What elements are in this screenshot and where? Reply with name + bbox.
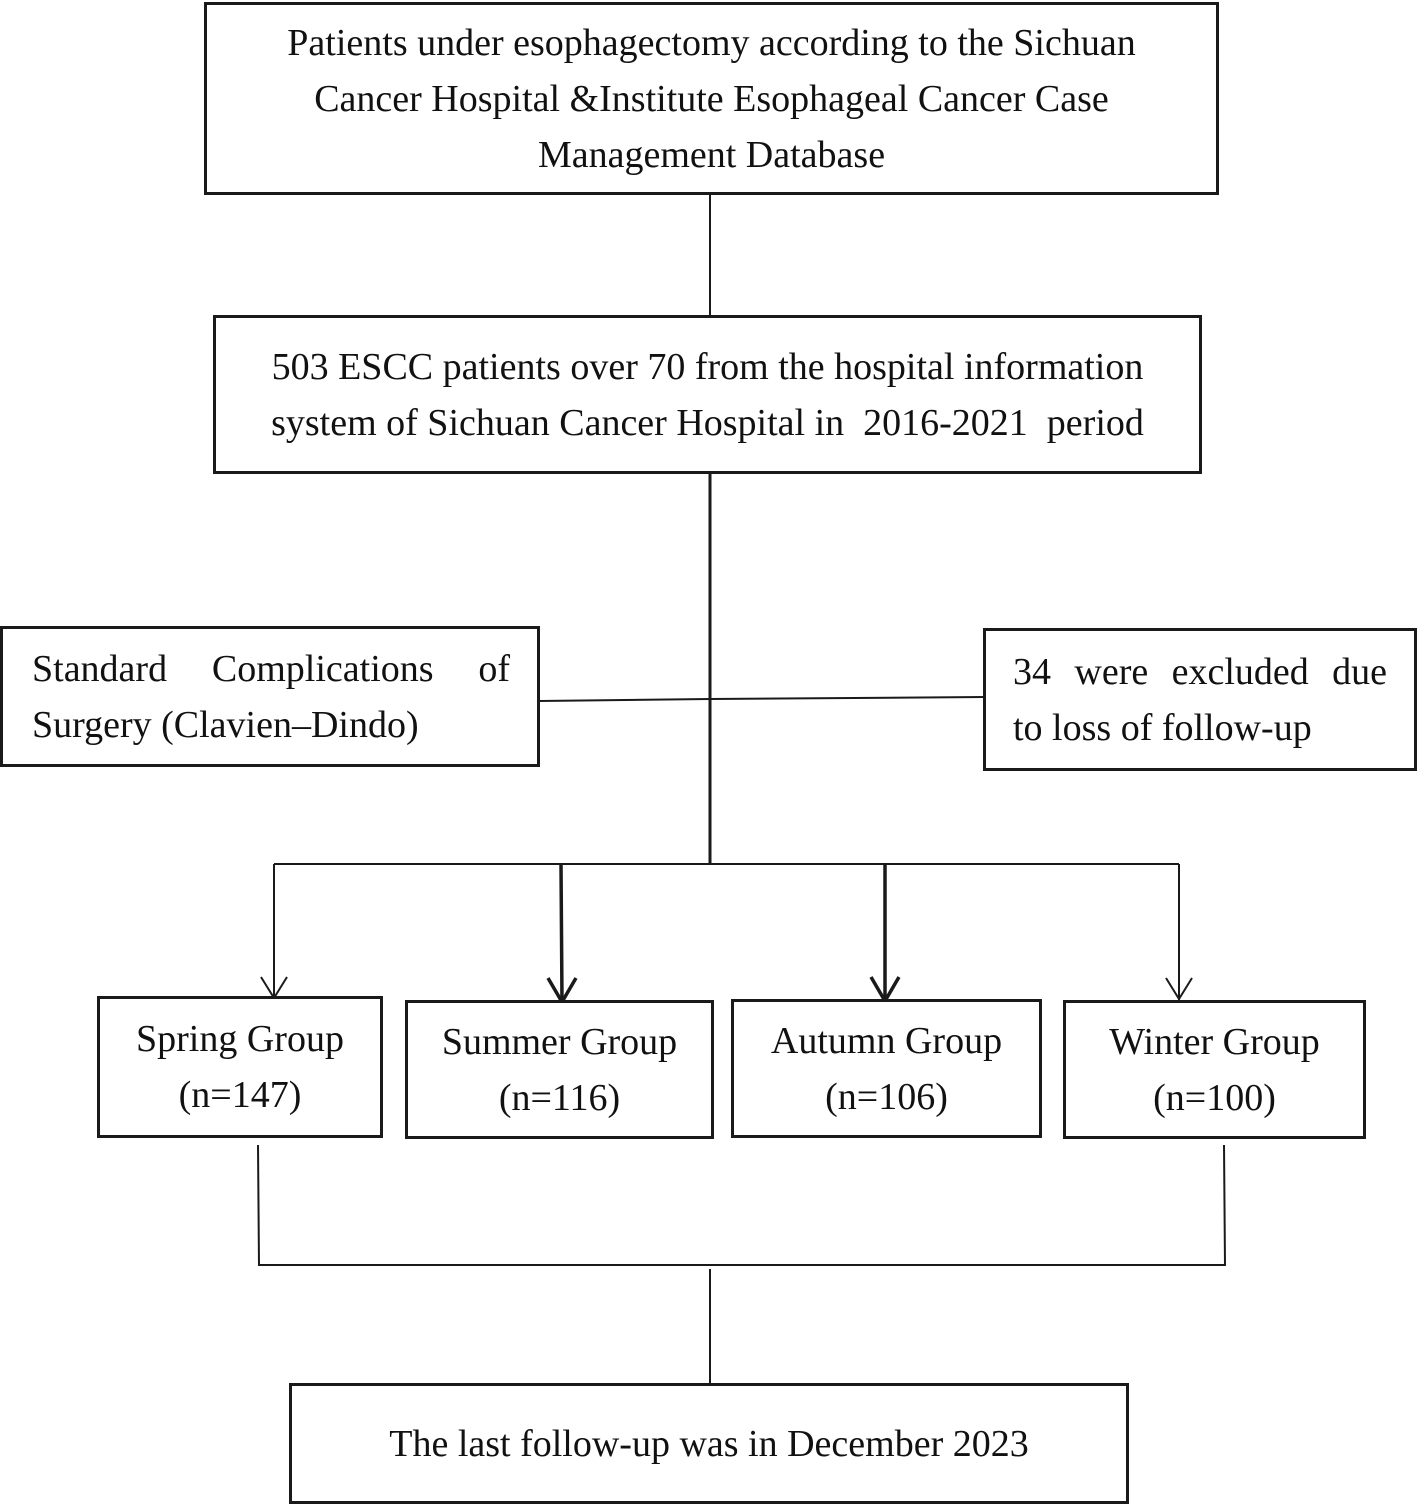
connector-spring-down	[257, 1144, 260, 1267]
autumn-group-count: (n=106)	[825, 1075, 948, 1118]
connector-side-left	[538, 698, 711, 702]
spring-group-box: Spring Group (n=147)	[97, 996, 383, 1138]
arrow-summer	[559, 863, 564, 1002]
spring-group-name: Spring Group	[136, 1018, 344, 1060]
connector-winter-down	[1223, 1144, 1226, 1267]
summer-group-name: Summer Group	[441, 1020, 678, 1063]
source-database-line-1: Patients under esophagectomy according t…	[287, 21, 1136, 64]
excluded-line-1: 34 were excluded due	[1013, 650, 1387, 693]
excluded-box: 34 were excluded due to loss of follow-u…	[983, 628, 1417, 771]
spring-group-count: (n=147)	[178, 1074, 302, 1116]
complications-line-1: Standard Complications of	[32, 647, 510, 690]
excluded-line-2: to loss of follow-up	[1013, 706, 1312, 749]
summer-group-box: Summer Group (n=116)	[405, 1000, 714, 1139]
final-followup-box: The last follow-up was in December 2023	[289, 1383, 1129, 1504]
winter-group-box: Winter Group (n=100)	[1063, 1000, 1366, 1139]
source-database-line-3: Management Database	[537, 133, 886, 176]
arrowhead-winter	[1165, 977, 1193, 1001]
cohort-box: 503 ESCC patients over 70 from the hospi…	[213, 315, 1202, 474]
winter-group-name: Winter Group	[1109, 1020, 1320, 1063]
autumn-group-name: Autumn Group	[770, 1019, 1003, 1062]
connector-side-right	[709, 696, 986, 700]
complications-box: Standard Complications of Surgery (Clavi…	[0, 626, 540, 767]
autumn-group-box: Autumn Group (n=106)	[731, 999, 1042, 1138]
complications-line-2: Surgery (Clavien–Dindo)	[32, 703, 419, 746]
source-database-line-2: Cancer Hospital &Institute Esophageal Ca…	[314, 77, 1109, 120]
winter-group-count: (n=100)	[1153, 1076, 1276, 1119]
final-followup-label: The last follow-up was in December 2023	[389, 1422, 1029, 1465]
cohort-line-1: 503 ESCC patients over 70 from the hospi…	[271, 345, 1144, 388]
summer-group-count: (n=116)	[498, 1076, 621, 1119]
source-database-box: Patients under esophagectomy according t…	[204, 2, 1219, 195]
cohort-line-2: system of Sichuan Cancer Hospital in 201…	[271, 401, 1144, 444]
